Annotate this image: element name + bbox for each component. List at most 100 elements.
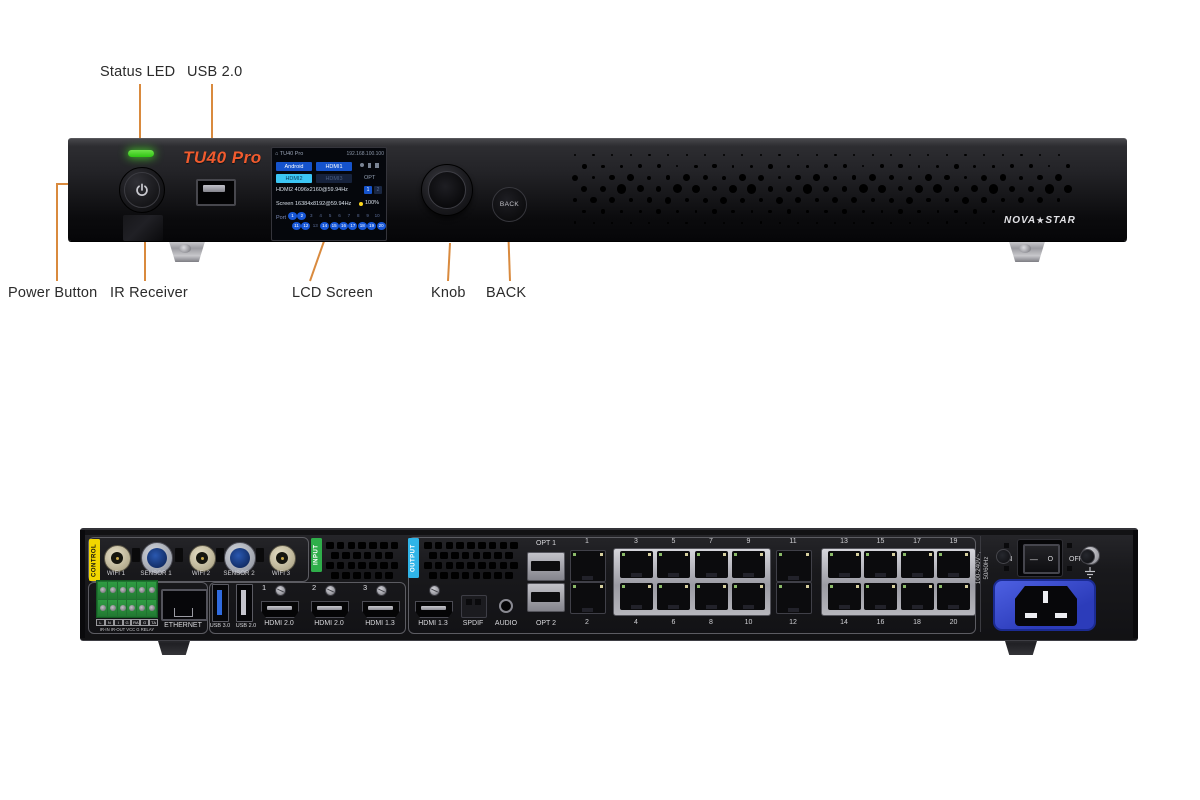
opt2-port[interactable]	[527, 583, 565, 612]
lcd-port-15: 15	[329, 222, 339, 230]
hdmi-number: 1	[262, 583, 267, 592]
iec-pin-slot	[1025, 613, 1037, 618]
speaker-hole	[648, 221, 651, 224]
speaker-hole	[981, 174, 988, 181]
audio-jack[interactable]	[499, 599, 513, 613]
led-amber	[685, 585, 688, 588]
speaker-hole	[786, 209, 791, 214]
speaker-hole	[1044, 184, 1054, 194]
lcd-source-hdmi3[interactable]: HDMI3	[316, 174, 352, 183]
usb3-label: USB 3.0	[209, 623, 231, 629]
speaker-hole	[731, 209, 735, 214]
speaker-hole	[936, 210, 939, 213]
speaker-hole	[768, 164, 773, 169]
lcd-port-10: 10	[374, 213, 380, 218]
speaker-hole	[683, 174, 691, 182]
rj45-port[interactable]	[864, 551, 897, 578]
hdmi-slot	[317, 606, 342, 610]
lcd-source-android[interactable]: Android	[276, 162, 312, 171]
speaker-hole	[694, 164, 698, 169]
port-number-5: 5	[671, 538, 676, 545]
hdmi-port-out[interactable]	[415, 601, 453, 618]
rj45-port[interactable]	[619, 583, 653, 610]
rj45-port[interactable]	[732, 551, 765, 578]
vent-slot	[429, 552, 437, 559]
speaker-hole	[841, 186, 848, 192]
back-button[interactable]: BACK	[492, 187, 527, 222]
led-amber	[892, 553, 895, 556]
speaker-hole	[814, 198, 819, 203]
speaker-hole	[983, 154, 986, 156]
lcd-screen[interactable]: ⌂ TU40 Pro 192.168.100.100 Android HDMI1…	[271, 147, 387, 241]
usb-3-0-port[interactable]	[212, 584, 229, 622]
speaker-hole	[611, 154, 614, 156]
rj45-port[interactable]	[657, 583, 690, 610]
wifi-3-connector[interactable]	[268, 544, 296, 572]
lcd-title: TU40 Pro	[279, 151, 304, 157]
rj45-port[interactable]	[657, 551, 690, 578]
power-button[interactable]	[119, 167, 165, 213]
opt1-label: OPT 1	[535, 540, 557, 547]
speaker-hole	[861, 210, 865, 213]
rj45-port[interactable]	[864, 583, 897, 610]
led-amber	[965, 553, 968, 556]
rj45-port[interactable]	[619, 551, 653, 578]
hdmi-screw	[325, 585, 336, 596]
power-rocker[interactable]: —O	[1023, 544, 1060, 574]
lcd-brightness: 100%	[365, 200, 380, 206]
led-amber	[685, 553, 688, 556]
wifi-1-connector[interactable]	[103, 544, 131, 572]
led-amber	[806, 585, 809, 588]
rj45-port[interactable]	[827, 551, 861, 578]
rj45-port[interactable]	[900, 551, 934, 578]
rj45-port[interactable]	[570, 550, 606, 582]
hdmi-port-3[interactable]	[362, 601, 400, 618]
vent-slot	[494, 572, 502, 579]
rj45-port[interactable]	[827, 583, 861, 610]
ethernet-port[interactable]	[161, 589, 208, 621]
lcd-source-hdmi1[interactable]: HDMI1	[316, 162, 352, 171]
wifi-2-connector[interactable]	[188, 544, 216, 572]
rj45-port[interactable]	[694, 551, 728, 578]
speaker-hole	[927, 154, 930, 156]
rj45-port[interactable]	[694, 583, 728, 610]
led-green	[734, 553, 737, 556]
speaker-hole	[908, 221, 911, 224]
vent-slot	[445, 542, 454, 549]
port-number-7: 7	[709, 538, 713, 545]
rj45-port[interactable]	[776, 550, 812, 582]
lcd-source-hdmi2[interactable]: HDMI2	[276, 174, 312, 183]
sensor-2-connector[interactable]	[224, 542, 256, 574]
spdif-port[interactable]	[461, 595, 487, 618]
speaker-hole	[871, 221, 874, 224]
rj45-contacts	[838, 604, 850, 609]
rj45-port[interactable]	[900, 583, 934, 610]
speaker-hole	[925, 174, 932, 181]
speaker-hole	[1039, 154, 1041, 156]
rj45-port[interactable]	[937, 551, 970, 578]
hdmi-port-2[interactable]	[311, 601, 349, 618]
sensor-1-connector[interactable]	[141, 542, 173, 574]
vent-slot	[499, 542, 508, 549]
hdmi-port-1[interactable]	[261, 601, 299, 618]
rj45-contacts	[743, 572, 754, 577]
usb-2-0-port[interactable]	[196, 179, 236, 206]
speaker-hole	[898, 209, 903, 214]
usb-2-0-port-rear[interactable]	[236, 584, 253, 622]
rj45-port[interactable]	[570, 582, 606, 614]
speaker-hole	[741, 154, 744, 156]
rj45-port[interactable]	[937, 583, 970, 610]
opt1-port[interactable]	[527, 552, 565, 581]
speaker-hole	[712, 209, 717, 214]
knob[interactable]	[421, 164, 473, 216]
speaker-hole	[685, 221, 688, 224]
hdmi-number: 2	[312, 583, 317, 592]
vent-slot	[440, 572, 448, 579]
rj45-port[interactable]	[776, 582, 812, 614]
speaker-hole	[795, 174, 802, 181]
speaker-hole	[1008, 185, 1016, 193]
speaker-hole	[1009, 164, 1015, 169]
power-inlet[interactable]	[993, 579, 1096, 631]
rj45-port[interactable]	[732, 583, 765, 610]
